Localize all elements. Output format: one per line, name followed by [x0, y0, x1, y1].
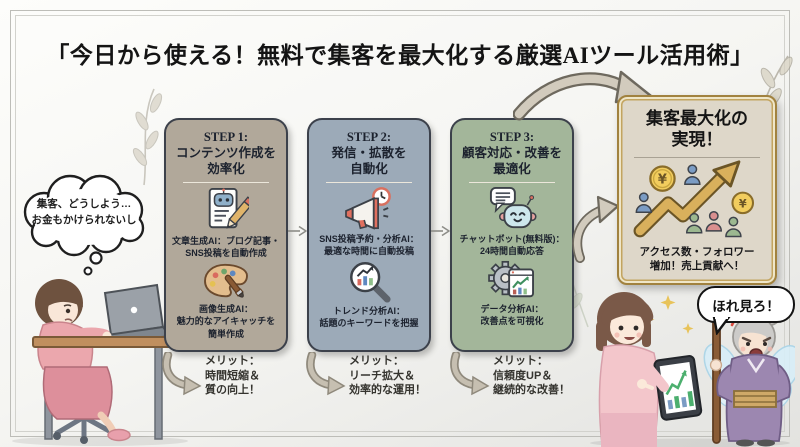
speech-bubble-tail-icon	[712, 317, 731, 335]
divider	[183, 182, 269, 183]
step-1-box: STEP 1: コンテンツ作成を 効率化 文章生成AI：ブログ記事・ SNS投稿…	[164, 118, 288, 352]
swoosh-arrow-icon	[306, 352, 346, 396]
merit-3-text: メリット： 信頼度UP＆ 継続的な改善！	[493, 355, 570, 397]
svg-text:¥: ¥	[658, 172, 667, 187]
worried-woman-at-desk-illustration	[12, 279, 188, 446]
thought-bubble-text: 集客、どうしよう… お金もかけられないし	[31, 198, 137, 227]
megaphone-clock-icon	[345, 187, 391, 230]
result-caption: アクセス数・フォロワー 増加！売上貢献へ！	[639, 245, 755, 272]
swoosh-arrow-icon	[162, 352, 202, 396]
result-box: 集客最大化の 実現！ ¥ ¥ アクセス数・フォロワー 増加！売上貢献へ！	[617, 95, 777, 285]
thought-cloud-icon	[23, 174, 145, 276]
step-1-item-2-label: 画像生成AI： 魅力的なアイキャッチを 簡単作成	[176, 304, 276, 339]
tablet-chart-icon	[653, 355, 703, 421]
connector-arrow-icon	[431, 225, 450, 237]
merit-2-text: メリット： リーチ拡大＆ 効率的な運用！	[349, 355, 426, 397]
result-title: 集客最大化の 実現！	[646, 109, 748, 150]
step-2-item-1-label: SNS投稿予約・分析AI： 最適な時間に自動投稿	[319, 234, 419, 257]
merit-1: メリット： 時間短縮＆ 質の向上！	[160, 352, 260, 398]
growth-people-yen-icon: ¥ ¥	[633, 159, 755, 237]
divider	[634, 156, 760, 158]
swoosh-arrow-icon	[450, 352, 490, 396]
step-3-item-2-label: データ分析AI： 改善点を可視化	[480, 304, 544, 327]
laptop-icon	[103, 283, 172, 345]
woman-with-tablet-and-fairy-grandma-illustration	[590, 292, 795, 447]
magnifier-trend-icon	[350, 262, 391, 303]
gear-analytics-icon	[488, 261, 534, 298]
curved-arrow-to-result-icon	[572, 195, 620, 263]
merit-2: メリット： リーチ拡大＆ 効率的な運用！	[304, 352, 426, 398]
thought-bubble	[12, 170, 157, 282]
step-2-title: STEP 2: 発信・拡散を 自動化	[331, 130, 407, 176]
step-3-box: STEP 3: 顧客対応・改善を 最適化 チャットボット(無料版)： 24時間自…	[450, 118, 574, 352]
step-2-box: STEP 2: 発信・拡散を 自動化 SNS投稿予約・分析AI： 最適な時間に自…	[307, 118, 431, 352]
divider	[326, 182, 412, 183]
leaf-branch-icon	[132, 88, 163, 186]
step-1-title: STEP 1: コンテンツ作成を 効率化	[175, 130, 276, 176]
connector-arrow-icon	[288, 225, 307, 237]
merit-1-text: メリット： 時間短縮＆ 質の向上！	[205, 355, 260, 397]
robot-document-pencil-icon	[208, 187, 249, 229]
step-3-title: STEP 3: 顧客対応・改善を 最適化	[461, 130, 562, 176]
paint-palette-icon	[204, 264, 248, 298]
speech-bubble-text: ほれ見ろ！	[712, 298, 780, 314]
step-2-item-2-label: トレンド分析AI： 話題のキーワードを把握	[319, 306, 419, 329]
step-1-item-1-label: 文章生成AI：ブログ記事・ SNS投稿を自動作成	[171, 236, 280, 259]
curved-arrow-to-result-icon	[513, 70, 653, 121]
page-title: 「今日から使える！無料で集客を最大化する厳選AIツール活用術」	[46, 43, 754, 68]
merit-3: メリット： 信頼度UP＆ 継続的な改善！	[448, 352, 570, 398]
svg-text:¥: ¥	[739, 197, 747, 210]
step-3-item-1-label: チャットボット(無料版)： 24時間自動応答	[459, 234, 565, 257]
chatbot-icon	[489, 186, 537, 229]
divider	[469, 182, 555, 183]
